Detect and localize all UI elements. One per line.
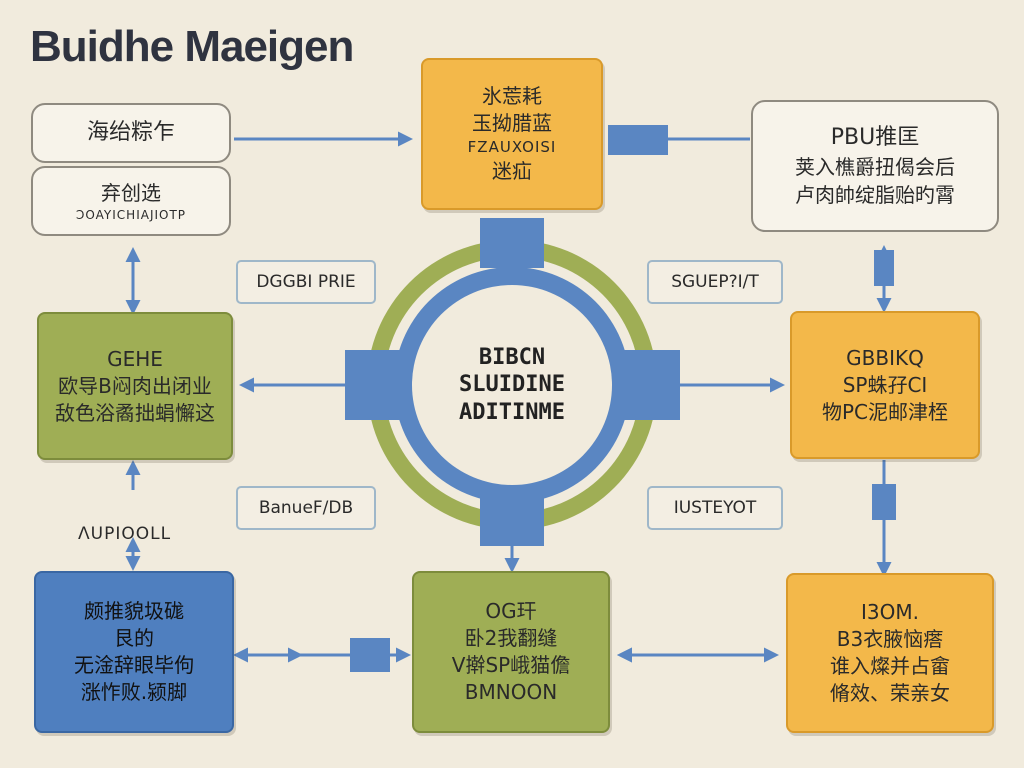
note-line: 海绐粽乍: [86, 119, 175, 145]
hub-line: ADITINME: [459, 399, 565, 425]
node-bottom-left[interactable]: 颇推貌圾硥 艮的 无淦辞眼毕佝 涨怍败.颍脚: [34, 571, 234, 733]
node-line: 卧2我翻缝: [464, 626, 558, 650]
node-line: FZAUXOISI: [467, 138, 557, 157]
connector-block-rightnote: [874, 250, 894, 286]
hub-ring: [345, 218, 680, 546]
hub-label: BIBCN SLUIDINE ADITINME: [412, 330, 612, 440]
node-line: OG玕: [485, 599, 537, 623]
free-label: ɅUPIOOLL: [78, 524, 172, 544]
node-right-mid[interactable]: GBBIKQ SP蛛孖CI 物PC泥邮津桎: [790, 311, 980, 459]
note-left-b[interactable]: 弃创选 ƆOAYICHIAJIOTP: [31, 166, 231, 236]
node-line: 涨怍败.颍脚: [80, 680, 188, 704]
note-left-a[interactable]: 海绐粽乍: [31, 103, 231, 163]
note-line: PBU推匡: [830, 124, 920, 150]
hub-line: SLUIDINE: [459, 372, 565, 398]
node-line: 迷疝: [492, 158, 532, 183]
note-line: ƆOAYICHIAJIOTP: [75, 207, 187, 222]
node-line: B3衣腋恼瘩: [836, 627, 944, 651]
node-line: 无淦辞眼毕佝: [74, 653, 194, 677]
node-top-center[interactable]: 氷莣耗 玉拗腊蓝 FZAUXOISI 迷疝: [421, 58, 603, 210]
node-line: 物PC泥邮津桎: [821, 399, 949, 424]
node-line: SP蛛孖CI: [842, 372, 928, 397]
connector-block-right: [872, 484, 896, 520]
hub-line: BIBCN: [478, 344, 546, 370]
node-line: V擀SP峨猫儋: [451, 653, 571, 677]
node-line: I3OM.: [861, 600, 919, 624]
node-line: 艮的: [114, 626, 154, 650]
note-line: 弃创选: [101, 180, 161, 205]
node-line: 颇推貌圾硥: [84, 599, 184, 623]
node-line: 氷莣耗: [482, 84, 542, 109]
page-title: Buidhe Maeigen: [30, 22, 354, 71]
tag-top-left: DGGBI PRIE: [236, 260, 376, 304]
node-line: 脩效、荣亲女: [830, 681, 950, 705]
node-line: BMNOON: [464, 680, 558, 704]
tag-bottom-right: IUSTEYOT: [647, 486, 783, 530]
note-top-right[interactable]: PBU推匡 荚入樵爵扭偈会后 卢肉帥绽脂贻旳霄: [751, 100, 999, 232]
node-line: 欧导B闷肉出闭业: [58, 373, 212, 398]
connector-block-left: [350, 638, 390, 672]
node-line: 玉拗腊蓝: [472, 111, 552, 136]
node-line: GBBIKQ: [846, 345, 924, 370]
connector-block-top: [608, 125, 668, 155]
node-line: 敌色浴矞拙蜎懈这: [55, 400, 215, 425]
node-left-mid[interactable]: GEHE 欧导B闷肉出闭业 敌色浴矞拙蜎懈这: [37, 312, 233, 460]
node-line: GEHE: [107, 346, 163, 371]
note-line: 荚入樵爵扭偈会后: [795, 155, 955, 180]
node-bottom-center[interactable]: OG玕 卧2我翻缝 V擀SP峨猫儋 BMNOON: [412, 571, 610, 733]
note-line: 卢肉帥绽脂贻旳霄: [795, 183, 955, 208]
tag-top-right: SGUEP?I/T: [647, 260, 783, 304]
node-bottom-right[interactable]: I3OM. B3衣腋恼瘩 谁入燦并占畲 脩效、荣亲女: [786, 573, 994, 733]
node-line: 谁入燦并占畲: [830, 654, 950, 678]
tag-bottom-left: BanueF/DB: [236, 486, 376, 530]
